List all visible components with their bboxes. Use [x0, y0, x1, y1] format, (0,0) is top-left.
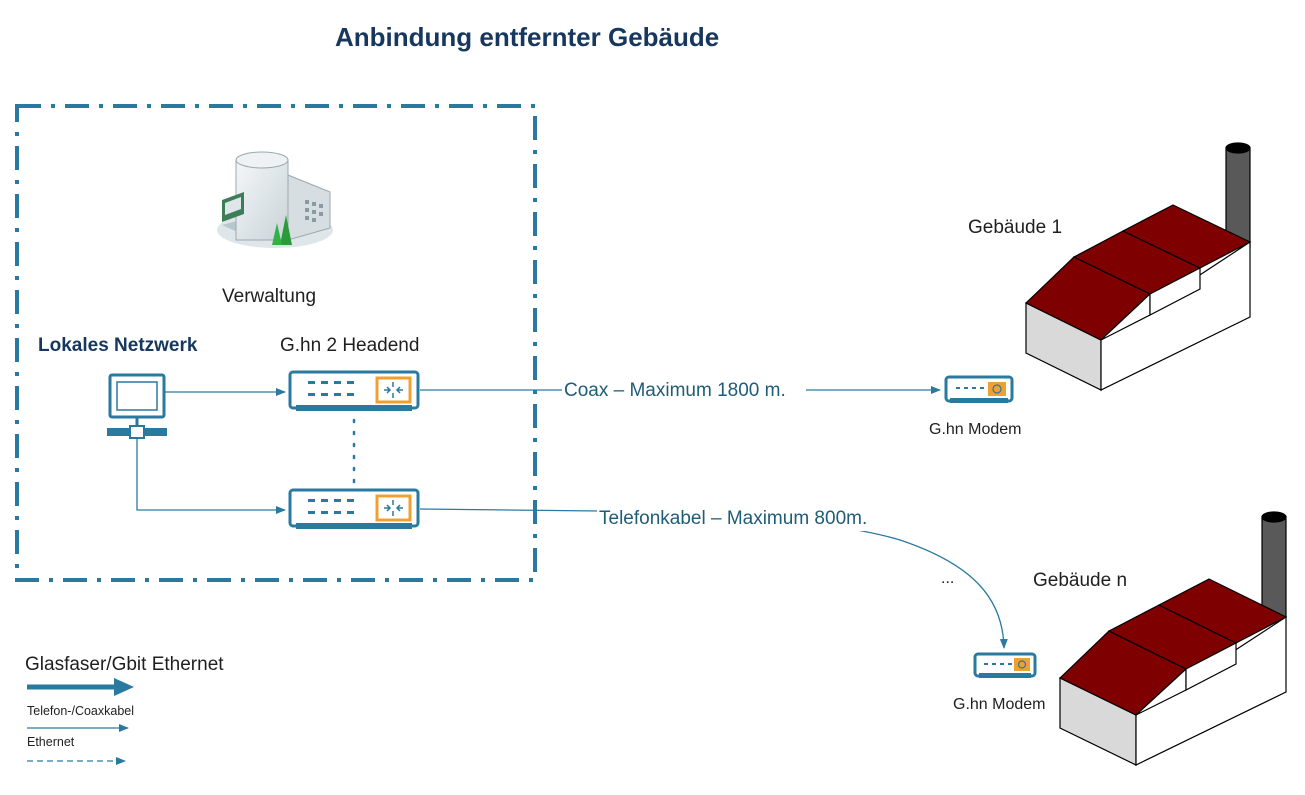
- more-buildings-ellipsis: ...: [941, 570, 954, 587]
- legend-copper-label: Telefon-/Coaxkabel: [27, 704, 134, 718]
- building-1-label: Gebäude 1: [968, 217, 1062, 238]
- lan-to-headend2-line: [136, 438, 286, 514]
- factory-n-icon: [1058, 511, 1288, 766]
- coax-link-label: Coax – Maximum 1800 m.: [564, 380, 786, 401]
- building-n-label: Gebäude n: [1033, 570, 1127, 591]
- legend-ethernet-label: Ethernet: [27, 735, 75, 749]
- office-boundary: [15, 104, 537, 582]
- legend-fiber-label: Glasfaser/Gbit Ethernet: [25, 654, 224, 675]
- phone-label-bg: [597, 505, 899, 531]
- factory-1-icon: [1024, 142, 1252, 391]
- office-building-icon: [217, 151, 333, 248]
- lan-label: Lokales Netzwerk: [38, 335, 198, 356]
- headend-label: G.hn 2 Headend: [280, 335, 419, 356]
- diagram-title: Anbindung entfernter Gebäude: [335, 22, 719, 52]
- coax-label-bg: [562, 376, 806, 402]
- modem-1-label: G.hn Modem: [929, 421, 1021, 438]
- office-building-label: Verwaltung: [222, 286, 316, 307]
- modem-2-label: G.hn Modem: [953, 696, 1045, 713]
- headend-switch-2: [288, 488, 420, 529]
- modem-1-icon: [944, 375, 1014, 403]
- legend-fiber-arrow: [27, 678, 134, 696]
- modem-2-icon: [973, 652, 1037, 678]
- headend-switch-1: [288, 370, 420, 411]
- phone-link-label: Telefonkabel – Maximum 800m.: [599, 508, 867, 529]
- lan-workstation-icon: [107, 373, 167, 439]
